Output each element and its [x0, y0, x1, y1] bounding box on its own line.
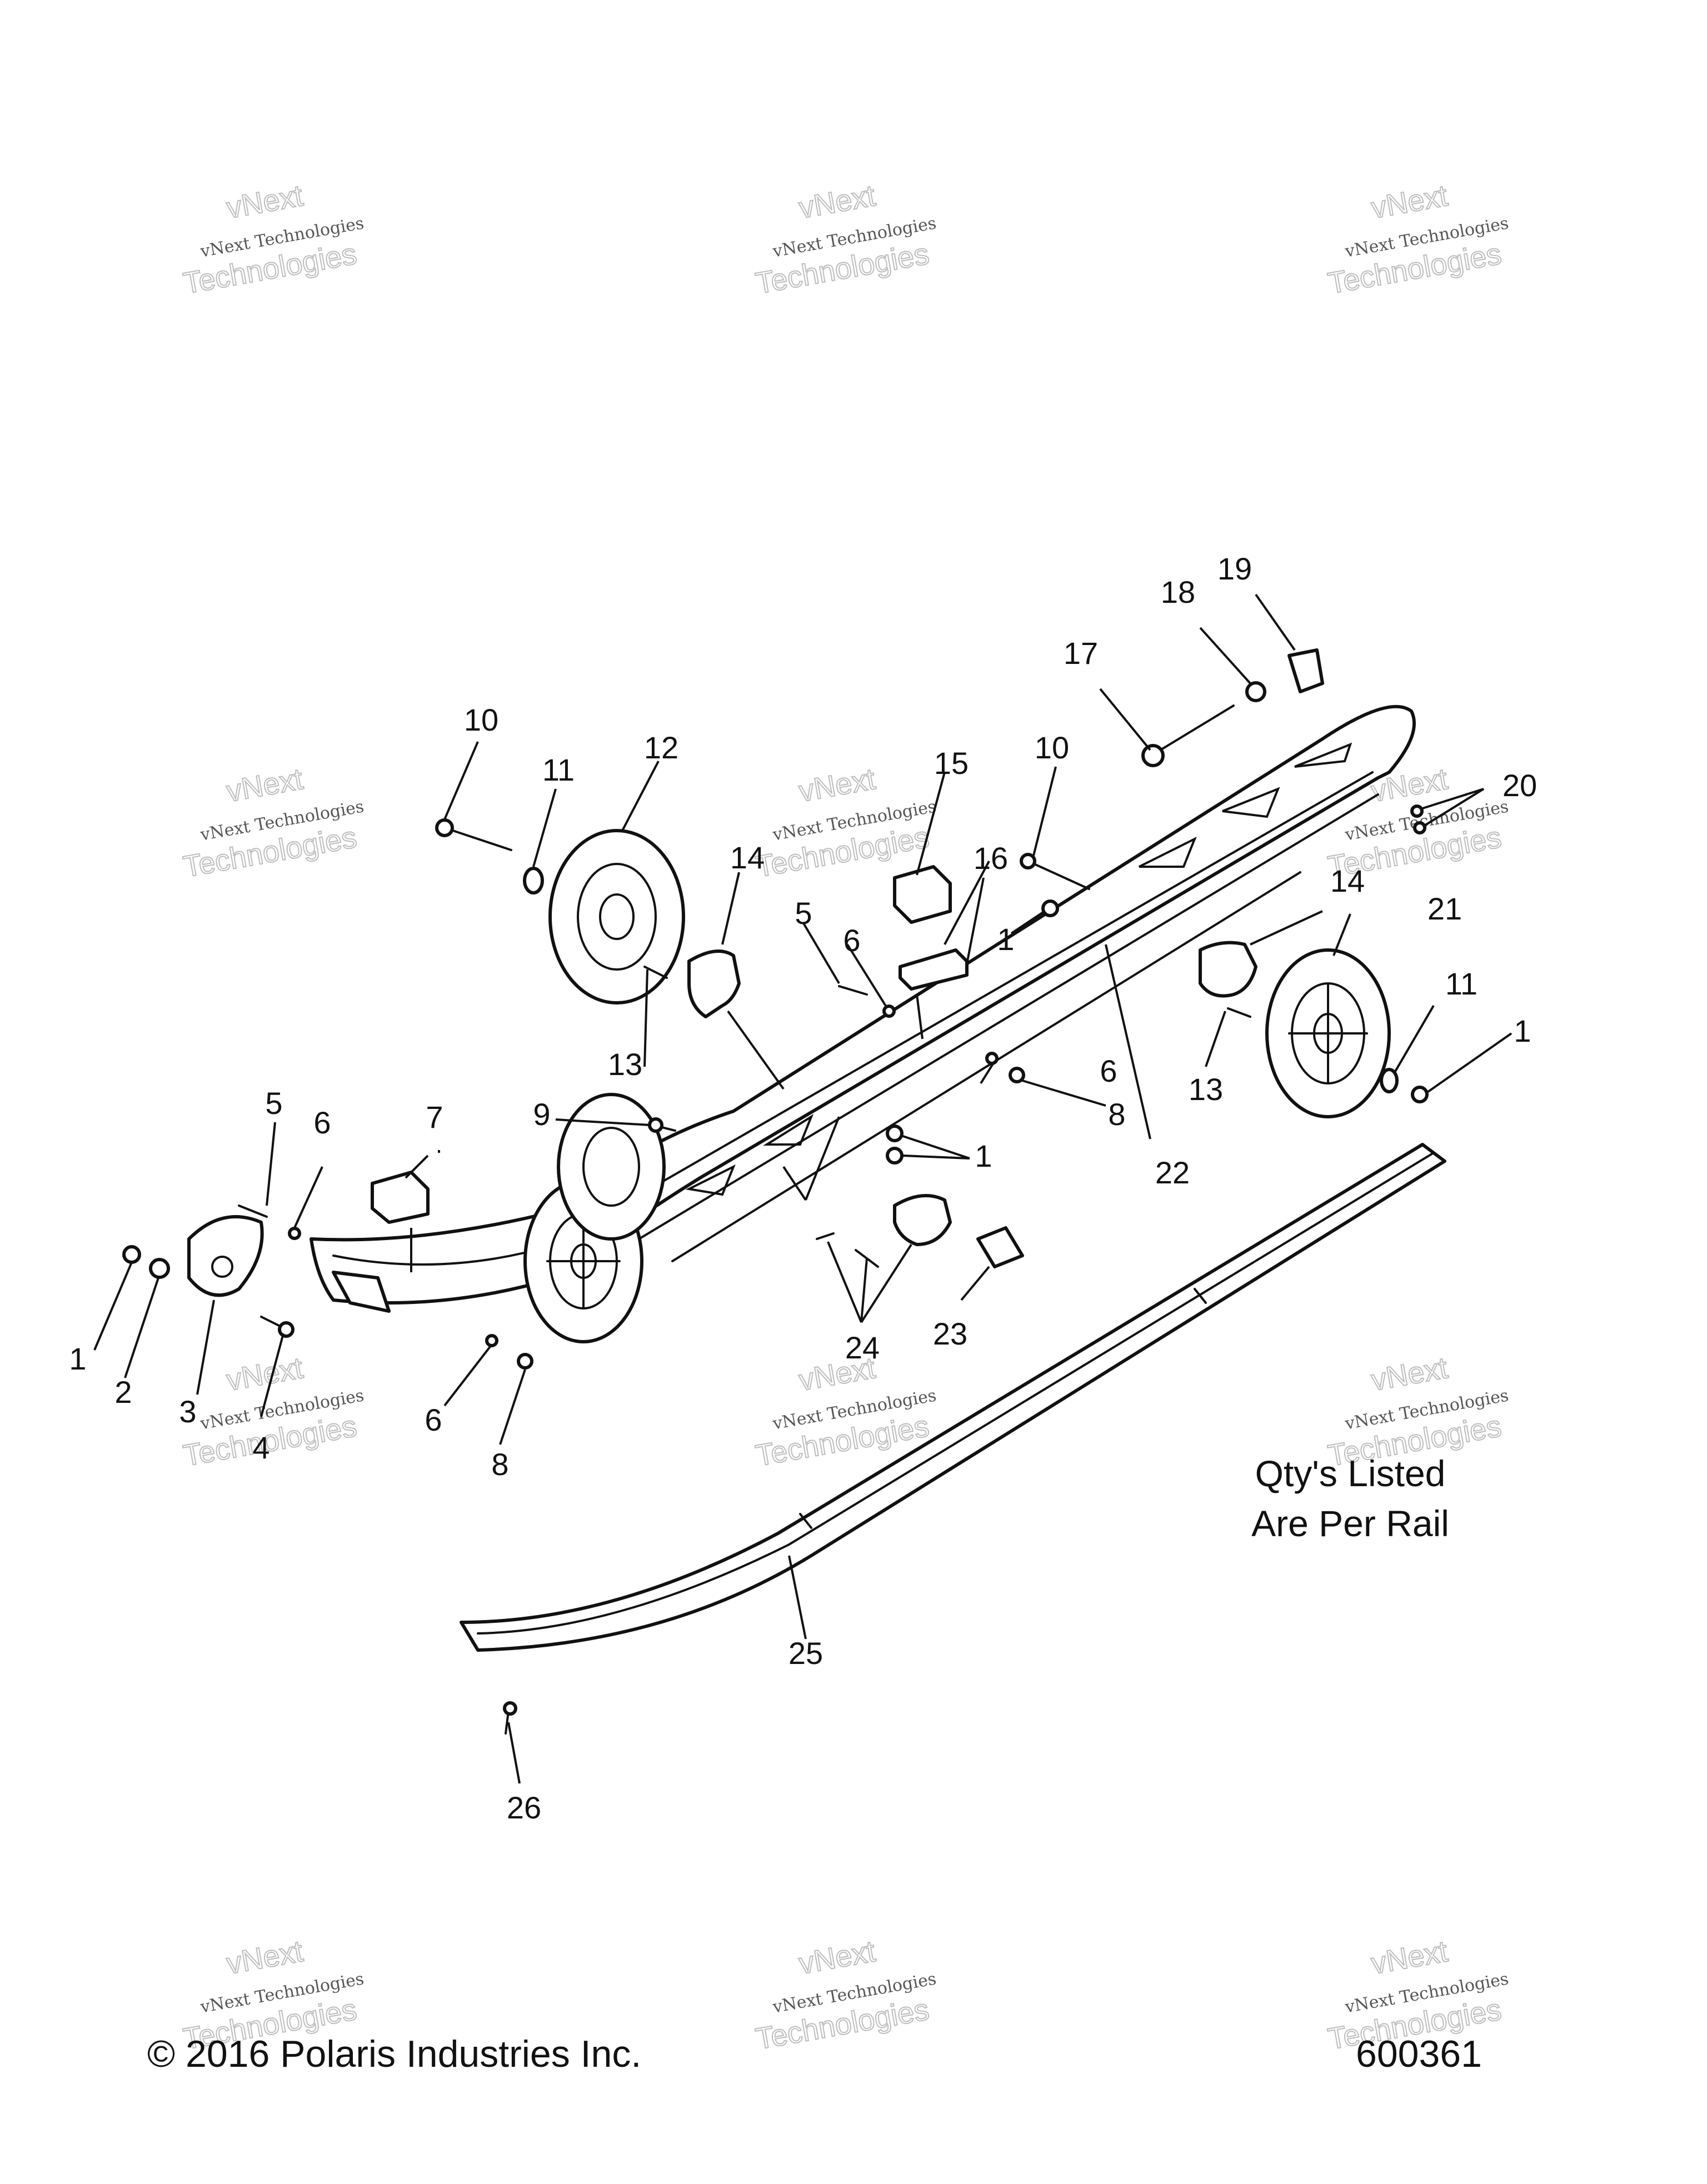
watermark-vnext: vNext	[1369, 179, 1450, 225]
leader-lines	[93, 593, 1513, 1784]
watermark-vnext: vNext	[796, 179, 877, 225]
callout-1: 1	[69, 1341, 86, 1376]
watermark-vnext: vNext	[1369, 1935, 1450, 1981]
callout-1: 1	[997, 922, 1014, 957]
callout-13: 13	[608, 1047, 642, 1082]
watermark-vnext: vNext	[796, 1935, 877, 1981]
callout-17: 17	[1064, 636, 1098, 671]
callout-4: 4	[252, 1430, 269, 1465]
watermark-vnext: vNext	[1369, 1351, 1450, 1397]
watermark-vnext: vNext	[796, 762, 877, 808]
callout-12: 12	[644, 730, 678, 765]
callout-2: 2	[114, 1375, 132, 1410]
callout-18: 18	[1161, 574, 1195, 609]
small-parts	[122, 648, 1429, 1735]
watermark-vnext: vNext	[224, 1935, 305, 1981]
callout-labels: 1 2 3 4 5 6 7 6 8 9 10 11 12 13 14 5 6 1…	[69, 551, 1537, 1825]
callout-10: 10	[1035, 730, 1069, 765]
wheel-21	[1265, 948, 1391, 1118]
rail-front-tip	[332, 1271, 391, 1313]
callout-6: 6	[425, 1402, 442, 1437]
callout-5: 5	[265, 1086, 282, 1121]
callout-16: 16	[974, 841, 1008, 876]
callout-25: 25	[788, 1636, 823, 1671]
callout-6: 6	[313, 1105, 331, 1140]
note-line-1: Qty's Listed	[1255, 1453, 1446, 1494]
slide-25	[460, 1143, 1446, 1652]
callout-15: 15	[934, 746, 969, 781]
callout-1: 1	[975, 1138, 992, 1173]
callout-5: 5	[795, 896, 812, 931]
callout-24: 24	[845, 1330, 880, 1365]
wheel-front-upper	[557, 1093, 666, 1241]
watermark-vnext: vNext	[224, 1351, 305, 1397]
callout-11: 11	[542, 752, 575, 787]
callout-22: 22	[1155, 1155, 1190, 1190]
callout-19: 19	[1217, 551, 1252, 586]
callout-11: 11	[1445, 966, 1478, 1001]
callout-14: 14	[1330, 863, 1365, 898]
callout-13: 13	[1189, 1072, 1223, 1107]
figure-id: 600361	[1356, 2033, 1482, 2075]
callout-23: 23	[933, 1316, 967, 1351]
callout-10: 10	[464, 702, 498, 737]
quantity-note: Qty's Listed Are Per Rail	[1251, 1453, 1449, 1544]
callout-1: 1	[1514, 1013, 1531, 1048]
slide-assembly	[460, 1143, 1446, 1652]
callout-21: 21	[1428, 891, 1462, 926]
copyright-text: © 2016 Polaris Industries Inc.	[147, 2033, 641, 2075]
footer: © 2016 Polaris Industries Inc. 600361	[147, 2033, 1482, 2075]
note-line-2: Are Per Rail	[1251, 1503, 1449, 1544]
callout-3: 3	[179, 1394, 196, 1429]
callout-8: 8	[1108, 1097, 1125, 1132]
callout-6: 6	[843, 923, 860, 958]
callout-20: 20	[1503, 768, 1537, 803]
callout-6: 6	[1100, 1053, 1117, 1088]
callout-26: 26	[507, 1790, 541, 1825]
callout-7: 7	[426, 1100, 443, 1135]
watermark-vnext: vNext	[224, 762, 305, 808]
callout-14: 14	[730, 840, 765, 875]
wheel-12	[548, 829, 685, 1004]
callout-9: 9	[533, 1097, 550, 1132]
callout-8: 8	[491, 1447, 508, 1482]
watermark-vnext: vNext	[224, 179, 305, 225]
